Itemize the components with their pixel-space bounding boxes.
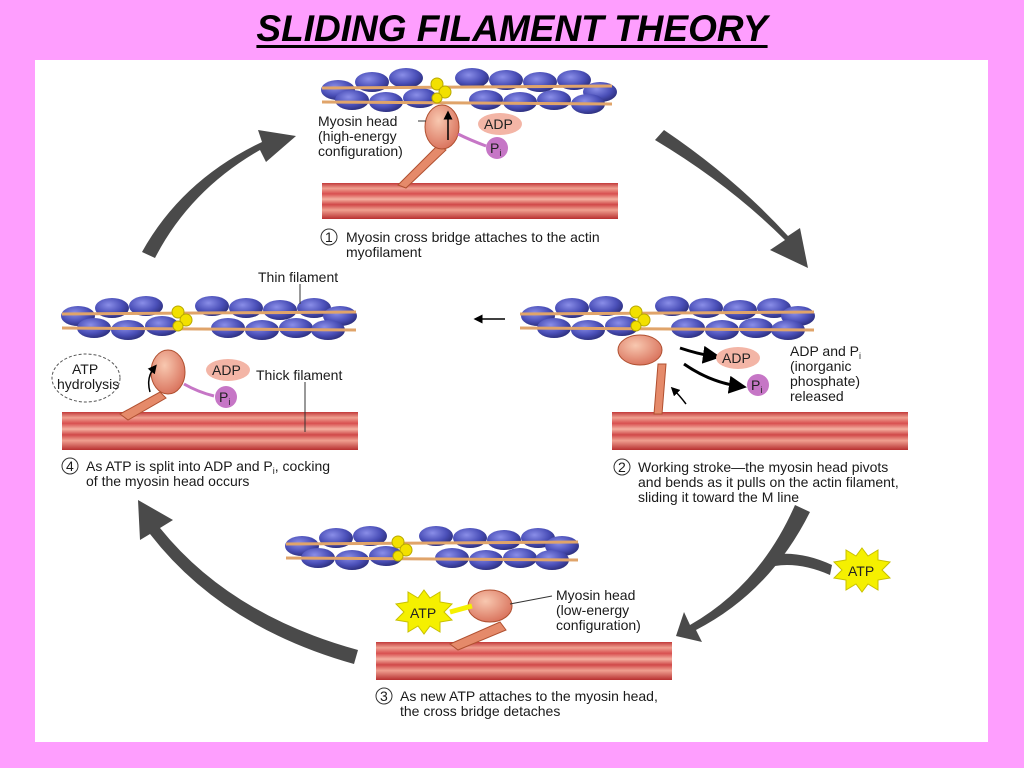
step4-atp-hydrolysis-bubble xyxy=(51,353,121,403)
step2-caption-2: and bends as it pulls on the actin filam… xyxy=(638,474,899,490)
step1-caption-2: myofilament xyxy=(346,244,422,260)
diagram-panel xyxy=(35,60,988,742)
step1-myosin xyxy=(397,104,460,189)
step1-pi-text: Pi xyxy=(490,140,501,158)
step2-number: 2 xyxy=(618,459,626,475)
step3-atp-burst: ATP xyxy=(394,589,473,635)
step2-released-4: released xyxy=(790,388,844,404)
step4-thin-filament-label: Thin filament xyxy=(258,269,338,285)
step4-caption-1: As ATP is split into ADP and Pi, cocking xyxy=(86,458,330,476)
atp-entry-arrow xyxy=(770,553,832,575)
step3-thick-filament xyxy=(376,642,672,680)
step2-number-circle xyxy=(613,458,631,476)
step4-number-circle xyxy=(61,457,79,475)
step4-adp-text: ADP xyxy=(212,362,241,378)
step4-actin-filament xyxy=(61,296,357,340)
step4-adp-badge xyxy=(206,359,250,381)
step3-number: 3 xyxy=(380,688,388,704)
cycle-arrows xyxy=(138,130,832,664)
step3-number-circle xyxy=(375,687,393,705)
step1-number-circle xyxy=(320,228,338,246)
step4-hydrolysis-2: hydrolysis xyxy=(57,376,119,392)
step4-number: 4 xyxy=(66,458,74,474)
step1-caption-1: Myosin cross bridge attaches to the acti… xyxy=(346,229,600,245)
cycle-arrow-right-bottom xyxy=(676,505,810,642)
cycle-arrow-bottom-left xyxy=(138,500,358,664)
step2-myosin xyxy=(617,334,687,415)
step2-released-1: ADP and Pi xyxy=(790,343,861,361)
step2-released-2: (inorganic xyxy=(790,358,851,374)
step3-myosin-label-1: Myosin head xyxy=(556,587,635,603)
step3-myosin xyxy=(449,589,513,651)
step4-pi-text: Pi xyxy=(219,389,230,407)
step4-hydrolysis-1: ATP xyxy=(72,361,98,377)
step1-thick-filament xyxy=(322,183,618,219)
step2-pi-badge xyxy=(747,374,769,396)
step1-number: 1 xyxy=(325,229,333,245)
step4-caption-2: of the myosin head occurs xyxy=(86,473,249,489)
incoming-atp-burst: ATP xyxy=(832,547,892,593)
step2-caption-3: sliding it toward the M line xyxy=(638,489,799,505)
step3-myosin-label-3: configuration) xyxy=(556,617,641,633)
step1-adp-badge xyxy=(478,113,522,135)
incoming-atp-text: ATP xyxy=(848,563,874,579)
step2-thick-filament xyxy=(612,412,908,450)
step2-adp-badge xyxy=(716,347,760,369)
step2-pi-text: Pi xyxy=(751,377,762,395)
step2-adp-text: ADP xyxy=(722,350,751,366)
step1-actin-filament xyxy=(321,68,617,114)
step3-atp-text: ATP xyxy=(410,605,436,621)
step4-thick-filament xyxy=(62,412,358,450)
step1-adp-text: ADP xyxy=(484,116,513,132)
step1-myosin-label-3: configuration) xyxy=(318,143,403,159)
page-title: SLIDING FILAMENT THEORY xyxy=(256,8,768,49)
cycle-arrow-left-top xyxy=(142,130,296,258)
step2-released-3: phosphate) xyxy=(790,373,860,389)
step1-myosin-label-1: Myosin head xyxy=(318,113,397,129)
step4-myosin xyxy=(119,349,186,421)
step2-caption-1: Working stroke—the myosin head pivots xyxy=(638,459,888,475)
cycle-arrow-top-right xyxy=(655,130,808,268)
step3-caption-1: As new ATP attaches to the myosin head, xyxy=(400,688,658,704)
step1-pi-badge xyxy=(486,137,508,159)
step4-pi-badge xyxy=(215,386,237,408)
step3-myosin-label-2: (low-energy xyxy=(556,602,629,618)
step4-thick-filament-label: Thick filament xyxy=(256,367,342,383)
step3-caption-2: the cross bridge detaches xyxy=(400,703,560,719)
step2-actin-filament xyxy=(519,296,815,340)
step1-myosin-label-2: (high-energy xyxy=(318,128,397,144)
step3-actin-filament xyxy=(285,526,579,570)
